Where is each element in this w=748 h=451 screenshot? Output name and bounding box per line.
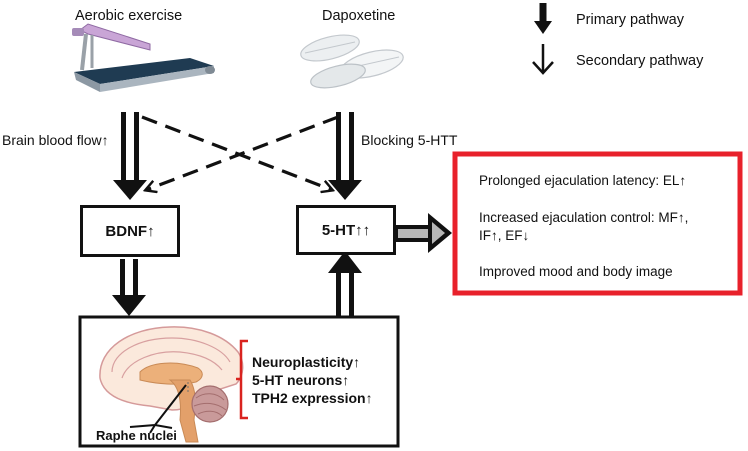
- brain-effect-neuroplasticity: Neuroplasticity↑: [252, 354, 361, 370]
- treadmill-image: [72, 23, 215, 92]
- bdnf-node: BDNF↑: [80, 205, 180, 257]
- effect-ejaculation-control-line1: Increased ejaculation control: MF↑,: [479, 210, 689, 225]
- serotonin-label: 5-HT↑↑: [321, 221, 371, 239]
- blocking-htt-label: Blocking 5-HTT: [361, 132, 458, 148]
- brain-effects-brace: [236, 339, 248, 420]
- bdnf-label: BDNF↑: [105, 222, 155, 240]
- brain-image: [99, 326, 244, 443]
- effects-box: [452, 151, 743, 296]
- legend-secondary-label: Secondary pathway: [576, 53, 704, 69]
- arrow-brain-to-serotonin: [328, 251, 362, 317]
- effect-ejaculation-control-line2: IF↑, EF↓: [479, 228, 530, 243]
- arrow-serotonin-to-effects: [394, 213, 452, 253]
- brain-effect-tph2: TPH2 expression↑: [252, 390, 373, 406]
- brain-effects-list: Neuroplasticity↑ 5-HT neurons↑ TPH2 expr…: [252, 353, 373, 407]
- legend-primary-label: Primary pathway: [576, 12, 684, 28]
- pills-image: [300, 34, 404, 89]
- arrow-exercise-to-serotonin-dashed: [141, 115, 332, 190]
- effect-ejaculation-latency: Prolonged ejaculation latency: EL↑: [479, 173, 687, 188]
- brain-effect-5ht-neurons: 5-HT neurons↑: [252, 372, 350, 388]
- legend-secondary-arrow: [532, 44, 554, 75]
- arrow-drug-to-bdnf-dashed: [146, 115, 339, 190]
- raphe-nuclei-pointer: [129, 384, 187, 434]
- effect-mood-body-image: Improved mood and body image: [479, 264, 673, 279]
- raphe-nuclei-label: Raphe nuclei: [96, 428, 177, 443]
- legend-primary-arrow: [534, 3, 552, 34]
- arrow-bdnf-to-brain: [112, 259, 146, 316]
- blood-flow-label: Brain blood flow↑: [2, 132, 109, 148]
- serotonin-node: 5-HT↑↑: [296, 205, 396, 255]
- drug-label: Dapoxetine: [322, 8, 396, 24]
- exercise-label: Aerobic exercise: [75, 8, 183, 24]
- arrow-exercise-to-bdnf: [113, 112, 147, 200]
- arrow-drug-to-serotonin: [328, 112, 362, 200]
